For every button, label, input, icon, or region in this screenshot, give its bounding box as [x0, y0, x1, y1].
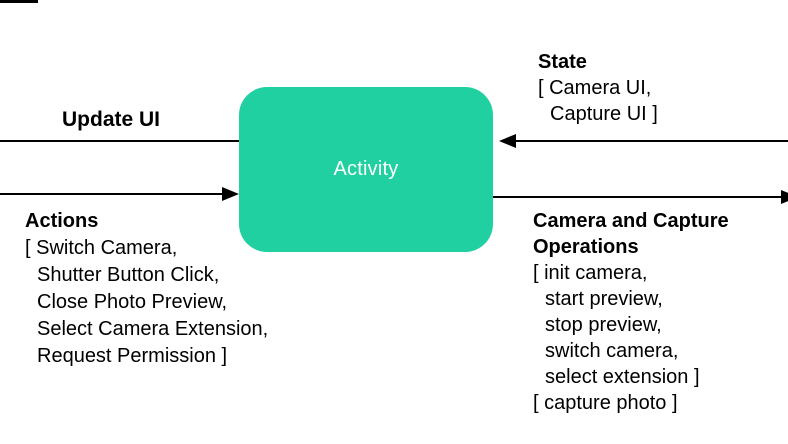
state-arrowhead-icon: [499, 134, 516, 148]
camera-ops-item: stop preview,: [545, 314, 662, 336]
camera-ops-item: select extension ]: [545, 366, 700, 388]
actions-label-block: Actions [ Switch Camera, Shutter Button …: [25, 208, 268, 370]
state-arrow-line: [513, 140, 788, 142]
state-title: State: [538, 51, 587, 73]
actions-item: Shutter Button Click,: [37, 264, 220, 286]
camera-ops-label-block: Camera and Capture Operations [ init cam…: [533, 208, 729, 416]
camera-ops-arrowhead-icon: [781, 190, 788, 204]
update-ui-label: Update UI: [62, 108, 161, 131]
camera-ops-item: switch camera,: [545, 340, 679, 362]
actions-item: Close Photo Preview,: [37, 291, 228, 313]
top-left-crop-artifact: [0, 0, 38, 3]
actions-arrow-line: [0, 193, 225, 195]
state-label-block: State [ Camera UI, Capture UI ]: [538, 49, 658, 127]
camera-ops-title: Operations: [533, 236, 639, 258]
actions-title: Actions: [25, 210, 99, 232]
camera-ops-title: Camera and Capture: [533, 210, 729, 232]
activity-node-label: Activity: [333, 158, 399, 180]
camera-ops-item: [ init camera,: [533, 262, 648, 284]
actions-arrowhead-icon: [222, 187, 239, 201]
actions-item: Select Camera Extension,: [37, 318, 269, 340]
activity-node: Activity: [239, 87, 493, 252]
actions-item: [ Switch Camera,: [25, 237, 178, 259]
update-ui-arrow-line: [0, 140, 239, 142]
actions-item: Request Permission ]: [37, 345, 228, 367]
camera-ops-arrow-line: [493, 196, 788, 198]
state-item: [ Camera UI,: [538, 77, 652, 99]
camera-ops-item: [ capture photo ]: [533, 392, 678, 414]
camera-ops-item: start preview,: [545, 288, 663, 310]
state-item: Capture UI ]: [550, 103, 658, 125]
